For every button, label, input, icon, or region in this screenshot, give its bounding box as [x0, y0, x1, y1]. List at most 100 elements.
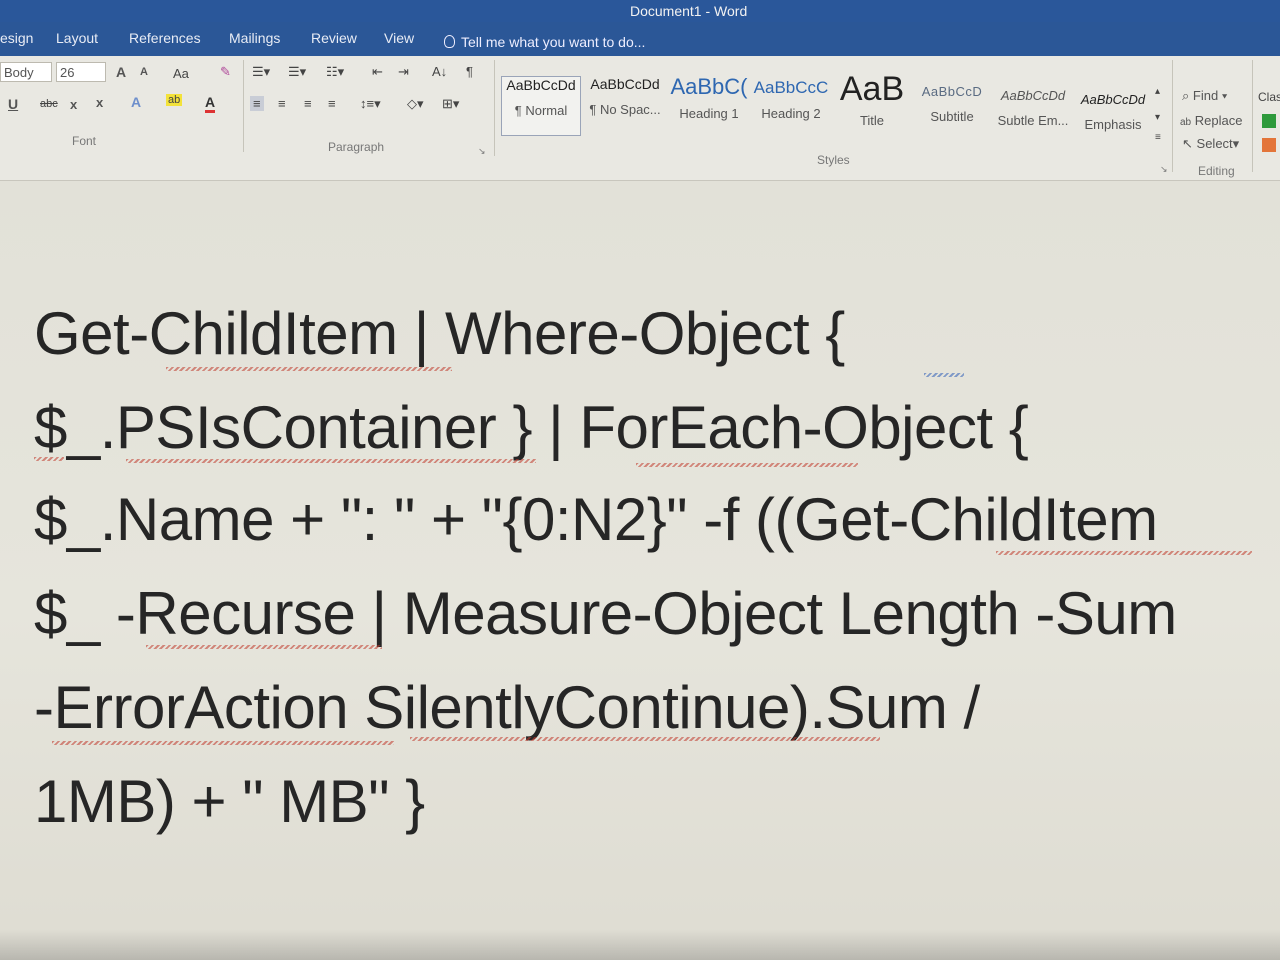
- style-subtitle[interactable]: AaBbCcD Subtitle: [914, 84, 990, 142]
- borders-icon[interactable]: ⊞▾: [442, 96, 460, 111]
- replace-icon: ab: [1180, 117, 1192, 128]
- styles-group-label: Styles: [817, 153, 850, 167]
- style-normal[interactable]: AaBbCcDd ¶ Normal: [501, 76, 581, 136]
- style-sample: AaBbC(: [670, 74, 748, 99]
- spellcheck-underline: [996, 551, 1252, 555]
- decrease-indent-icon[interactable]: ⇤: [372, 64, 383, 79]
- text-effects-button[interactable]: A: [131, 94, 142, 110]
- title-bar: Document1 - Word: [0, 0, 1280, 22]
- font-name-field[interactable]: Body: [0, 62, 52, 82]
- underline-button[interactable]: U: [8, 96, 19, 112]
- find-button[interactable]: ⌕ Find ▾: [1182, 88, 1228, 103]
- spellcheck-underline: [146, 645, 382, 649]
- ribbon-tab-row: esign Layout References Mailings Review …: [0, 22, 1280, 56]
- divider: [494, 60, 495, 156]
- style-sample: AaBbCcD: [921, 84, 983, 99]
- orange-swatch-icon[interactable]: [1262, 138, 1276, 152]
- style-name: Emphasis: [1084, 117, 1142, 132]
- shading-icon[interactable]: ◇▾: [407, 96, 424, 111]
- divider: [1252, 60, 1253, 172]
- sort-button[interactable]: A↓: [432, 64, 448, 79]
- find-label: Find: [1192, 88, 1219, 103]
- cursor-icon: ↖: [1182, 136, 1193, 151]
- style-sample: AaBbCcDd: [1000, 88, 1066, 103]
- clas-label[interactable]: Clas: [1258, 90, 1280, 104]
- tab-review[interactable]: Review: [311, 30, 357, 46]
- font-color-button[interactable]: A: [205, 94, 216, 113]
- numbering-icon[interactable]: ☰▾: [288, 64, 307, 79]
- tab-layout[interactable]: Layout: [56, 30, 99, 46]
- document-line[interactable]: -ErrorAction SilentlyContinue).Sum /: [34, 674, 980, 741]
- divider: [243, 60, 244, 152]
- search-icon: ⌕: [1182, 88, 1190, 103]
- strikethrough-button[interactable]: abc: [40, 98, 58, 110]
- style-emphasis[interactable]: AaBbCcDd Emphasis: [1074, 92, 1152, 150]
- divider: [1172, 60, 1173, 172]
- tell-me-text: Tell me what you want to do...: [461, 34, 646, 50]
- spellcheck-underline: [166, 367, 452, 371]
- style-subtle-emphasis[interactable]: AaBbCcDd Subtle Em...: [994, 88, 1072, 146]
- replace-button[interactable]: ab Replace: [1180, 113, 1242, 128]
- tab-references[interactable]: References: [129, 30, 201, 46]
- replace-label: Replace: [1194, 113, 1243, 128]
- justify-icon[interactable]: ≡: [328, 96, 336, 111]
- style-sample: AaBbCcDd: [590, 76, 660, 92]
- grammar-underline: [924, 373, 964, 377]
- align-right-icon[interactable]: ≡: [304, 96, 312, 111]
- lightbulb-icon: [444, 35, 455, 48]
- spellcheck-underline: [636, 463, 858, 467]
- spellcheck-underline: [410, 737, 880, 741]
- styles-dialog-launcher-icon[interactable]: ↘: [1160, 164, 1168, 174]
- spellcheck-underline: [126, 459, 536, 463]
- styles-more-icon[interactable]: ≡: [1155, 132, 1161, 143]
- tell-me-box[interactable]: Tell me what you want to do...: [444, 34, 645, 50]
- style-heading-2[interactable]: AaBbCcC Heading 2: [753, 78, 829, 136]
- document-line[interactable]: Get-ChildItem | Where-Object {: [34, 300, 845, 367]
- style-name: Heading 1: [679, 106, 739, 121]
- increase-indent-icon[interactable]: ⇥: [398, 64, 409, 79]
- styles-scroll-down-icon[interactable]: ▾: [1155, 112, 1161, 123]
- highlight-button[interactable]: ab: [166, 94, 183, 106]
- style-heading-1[interactable]: AaBbC( Heading 1: [670, 74, 748, 132]
- window-title: Document1 - Word: [630, 3, 748, 19]
- multilevel-list-icon[interactable]: ☷▾: [326, 64, 345, 79]
- tab-mailings[interactable]: Mailings: [229, 30, 281, 46]
- subscript-button[interactable]: x: [70, 97, 78, 112]
- document-line[interactable]: $_.Name + ": " + "{0:N2}" -f ((Get-Child…: [34, 486, 1158, 553]
- style-sample: AaB: [839, 70, 905, 108]
- spellcheck-underline: [52, 741, 394, 745]
- clear-formatting-icon[interactable]: ✎: [220, 64, 231, 79]
- font-size-field[interactable]: 26: [56, 62, 106, 82]
- tab-view[interactable]: View: [384, 30, 415, 46]
- green-swatch-icon[interactable]: [1262, 114, 1276, 128]
- align-center-icon[interactable]: ≡: [278, 96, 286, 111]
- bottom-edge-shadow: [0, 930, 1280, 960]
- document-line[interactable]: $_.PSIsContainer } | ForEach-Object {: [34, 394, 1029, 461]
- style-name: ¶ No Spac...: [589, 102, 661, 117]
- document-line[interactable]: $_ -Recurse | Measure-Object Length -Sum: [34, 580, 1177, 647]
- document-line[interactable]: 1MB) + " MB" }: [34, 768, 425, 835]
- shrink-font-button[interactable]: A: [140, 66, 148, 78]
- styles-scroll-up-icon[interactable]: ▴: [1155, 86, 1161, 97]
- style-sample: AaBbCcC: [753, 78, 829, 97]
- align-left-icon[interactable]: ≡: [250, 96, 264, 111]
- spellcheck-underline: [34, 457, 64, 461]
- grow-font-button[interactable]: A: [116, 64, 127, 80]
- select-label: Select: [1196, 136, 1233, 151]
- style-sample: AaBbCcDd: [506, 77, 576, 93]
- paragraph-dialog-launcher-icon[interactable]: ↘: [478, 146, 486, 156]
- show-formatting-button[interactable]: ¶: [466, 64, 473, 79]
- document-canvas[interactable]: Get-ChildItem | Where-Object { $_.PSIsCo…: [0, 181, 1280, 960]
- change-case-button[interactable]: Aa: [173, 66, 189, 81]
- line-spacing-icon[interactable]: ↕≡▾: [360, 96, 381, 111]
- style-name: Subtitle: [930, 109, 974, 124]
- style-sample: AaBbCcDd: [1080, 92, 1146, 107]
- style-name: ¶ Normal: [514, 103, 568, 118]
- style-title[interactable]: AaB Title: [834, 70, 910, 128]
- bullets-icon[interactable]: ☰▾: [252, 64, 271, 79]
- tab-design[interactable]: esign: [0, 30, 34, 46]
- superscript-button[interactable]: x: [96, 95, 104, 110]
- ribbon: Body 26 A A Aa ✎ U abc x x A ab A Font ☰…: [0, 56, 1280, 181]
- style-no-spacing[interactable]: AaBbCcDd ¶ No Spac...: [584, 76, 666, 134]
- select-button[interactable]: ↖ Select▾: [1182, 136, 1240, 151]
